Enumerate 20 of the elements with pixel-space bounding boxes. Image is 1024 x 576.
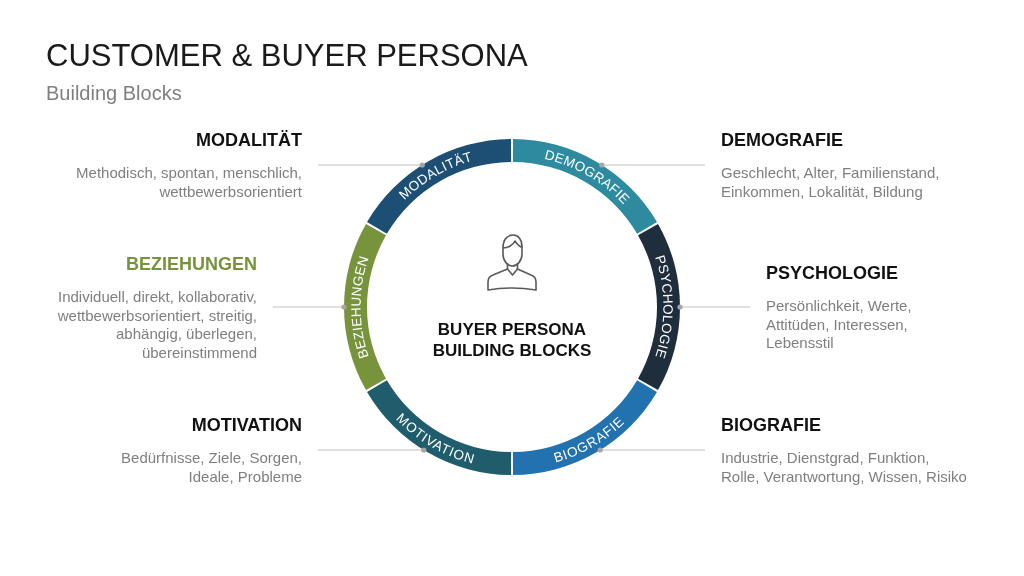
leader-line bbox=[317, 162, 425, 168]
section-description: Persönlichkeit, Werte, Attitüden, Interessen, Lebensstil bbox=[766, 297, 913, 353]
section-heading: BEZIEHUNGEN bbox=[126, 253, 257, 276]
leader-line bbox=[272, 304, 347, 310]
leader-line bbox=[599, 162, 706, 168]
section-heading: BIOGRAFIE bbox=[721, 414, 821, 437]
leader-line bbox=[677, 304, 751, 310]
center-label: BUYER PERSONA BUILDING BLOCKS bbox=[431, 319, 593, 361]
section-heading: MODALITÄT bbox=[196, 129, 302, 152]
section-heading: DEMOGRAFIE bbox=[721, 129, 843, 152]
section-heading: MOTIVATION bbox=[191, 414, 302, 437]
leader-line bbox=[597, 447, 706, 453]
section-description: Industrie, Dienstgrad, Funktion, Rolle, Verantwortung, Wissen, Risiko bbox=[721, 449, 968, 486]
section-description: Bedürfnisse, Ziele, Sorgen, Ideale, Probleme bbox=[120, 449, 302, 486]
section-description: Geschlecht, Alter, Familienstand, Einkommen, Lokalität, Bildung bbox=[721, 164, 941, 201]
section-description: Methodisch, spontan, menschlich, wettbewerbsorientiert bbox=[75, 164, 302, 201]
section-heading: PSYCHOLOGIE bbox=[766, 262, 899, 285]
section-description: Individuell, direkt, kollaborativ, wettbewerbsorientiert, streitig, abhängig, überlegen, übereinstimmend bbox=[56, 288, 257, 362]
title: CUSTOMER & BUYER PERSONA bbox=[46, 37, 528, 75]
subtitle: Building Blocks bbox=[46, 81, 183, 105]
